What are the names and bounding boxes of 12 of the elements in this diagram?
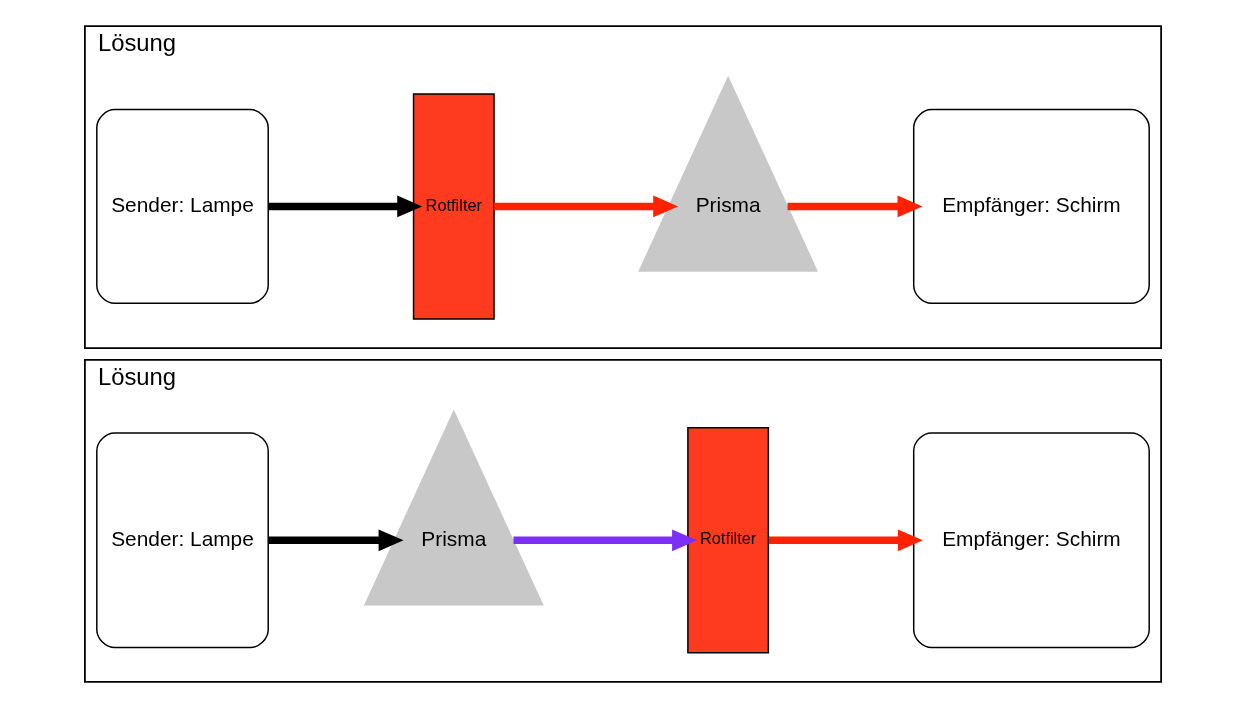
arrow [268,529,404,552]
arrow [787,195,922,218]
node-box: Empfänger: Schirm [912,432,1150,649]
arrow [513,529,697,552]
arrow [268,195,422,218]
arrow [493,195,678,218]
node-box: Rotfilter [686,427,769,654]
node-box: Sender: Lampe [95,432,269,649]
node-box: Sender: Lampe [95,108,269,305]
node-box: Empfänger: Schirm [912,108,1150,305]
arrow [768,529,923,552]
node-box: Rotfilter [412,93,495,320]
